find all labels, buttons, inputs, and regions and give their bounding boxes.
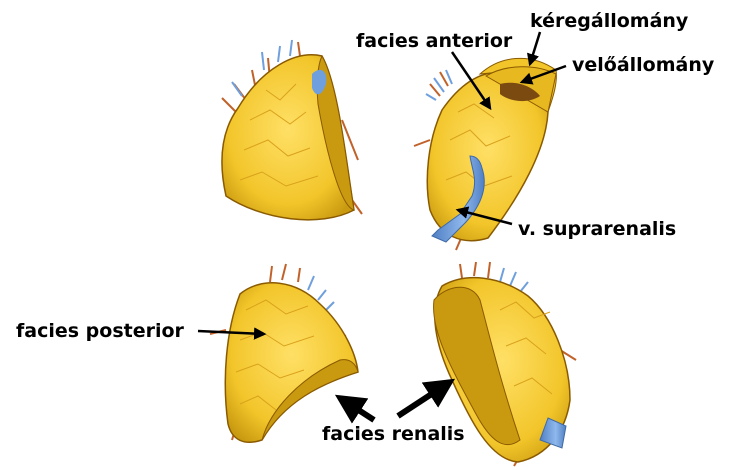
veins-top-right — [425, 69, 453, 101]
veins-bottom-left — [307, 275, 335, 311]
arrow-facies-renalis-left — [334, 394, 376, 424]
label-arrows — [197, 31, 567, 424]
gland-bottom-left — [209, 263, 359, 444]
arrow-keregallomany — [527, 31, 542, 67]
arrow-facies-anterior — [450, 51, 492, 111]
gland-top-left — [221, 39, 363, 221]
label-facies-posterior: facies posterior — [16, 320, 185, 342]
veins-bottom-right — [499, 267, 529, 293]
arrow-facies-renalis-right — [396, 378, 456, 419]
arteries-top-right — [413, 71, 463, 251]
label-keregallomany: kéregállomány — [530, 10, 689, 32]
veins-top-left — [231, 39, 293, 97]
label-facies-renalis: facies renalis — [322, 423, 465, 445]
label-facies-anterior: facies anterior — [356, 30, 513, 52]
arrow-facies-posterior — [197, 327, 267, 340]
gland-top-right — [413, 57, 557, 251]
gland-bottom-right — [433, 261, 577, 467]
label-v-suprarenalis: v. suprarenalis — [518, 218, 676, 240]
label-veloallomany: velőállomány — [572, 54, 715, 76]
arrow-veloallomany — [519, 64, 567, 85]
arrow-v-suprarenalis — [455, 206, 513, 226]
